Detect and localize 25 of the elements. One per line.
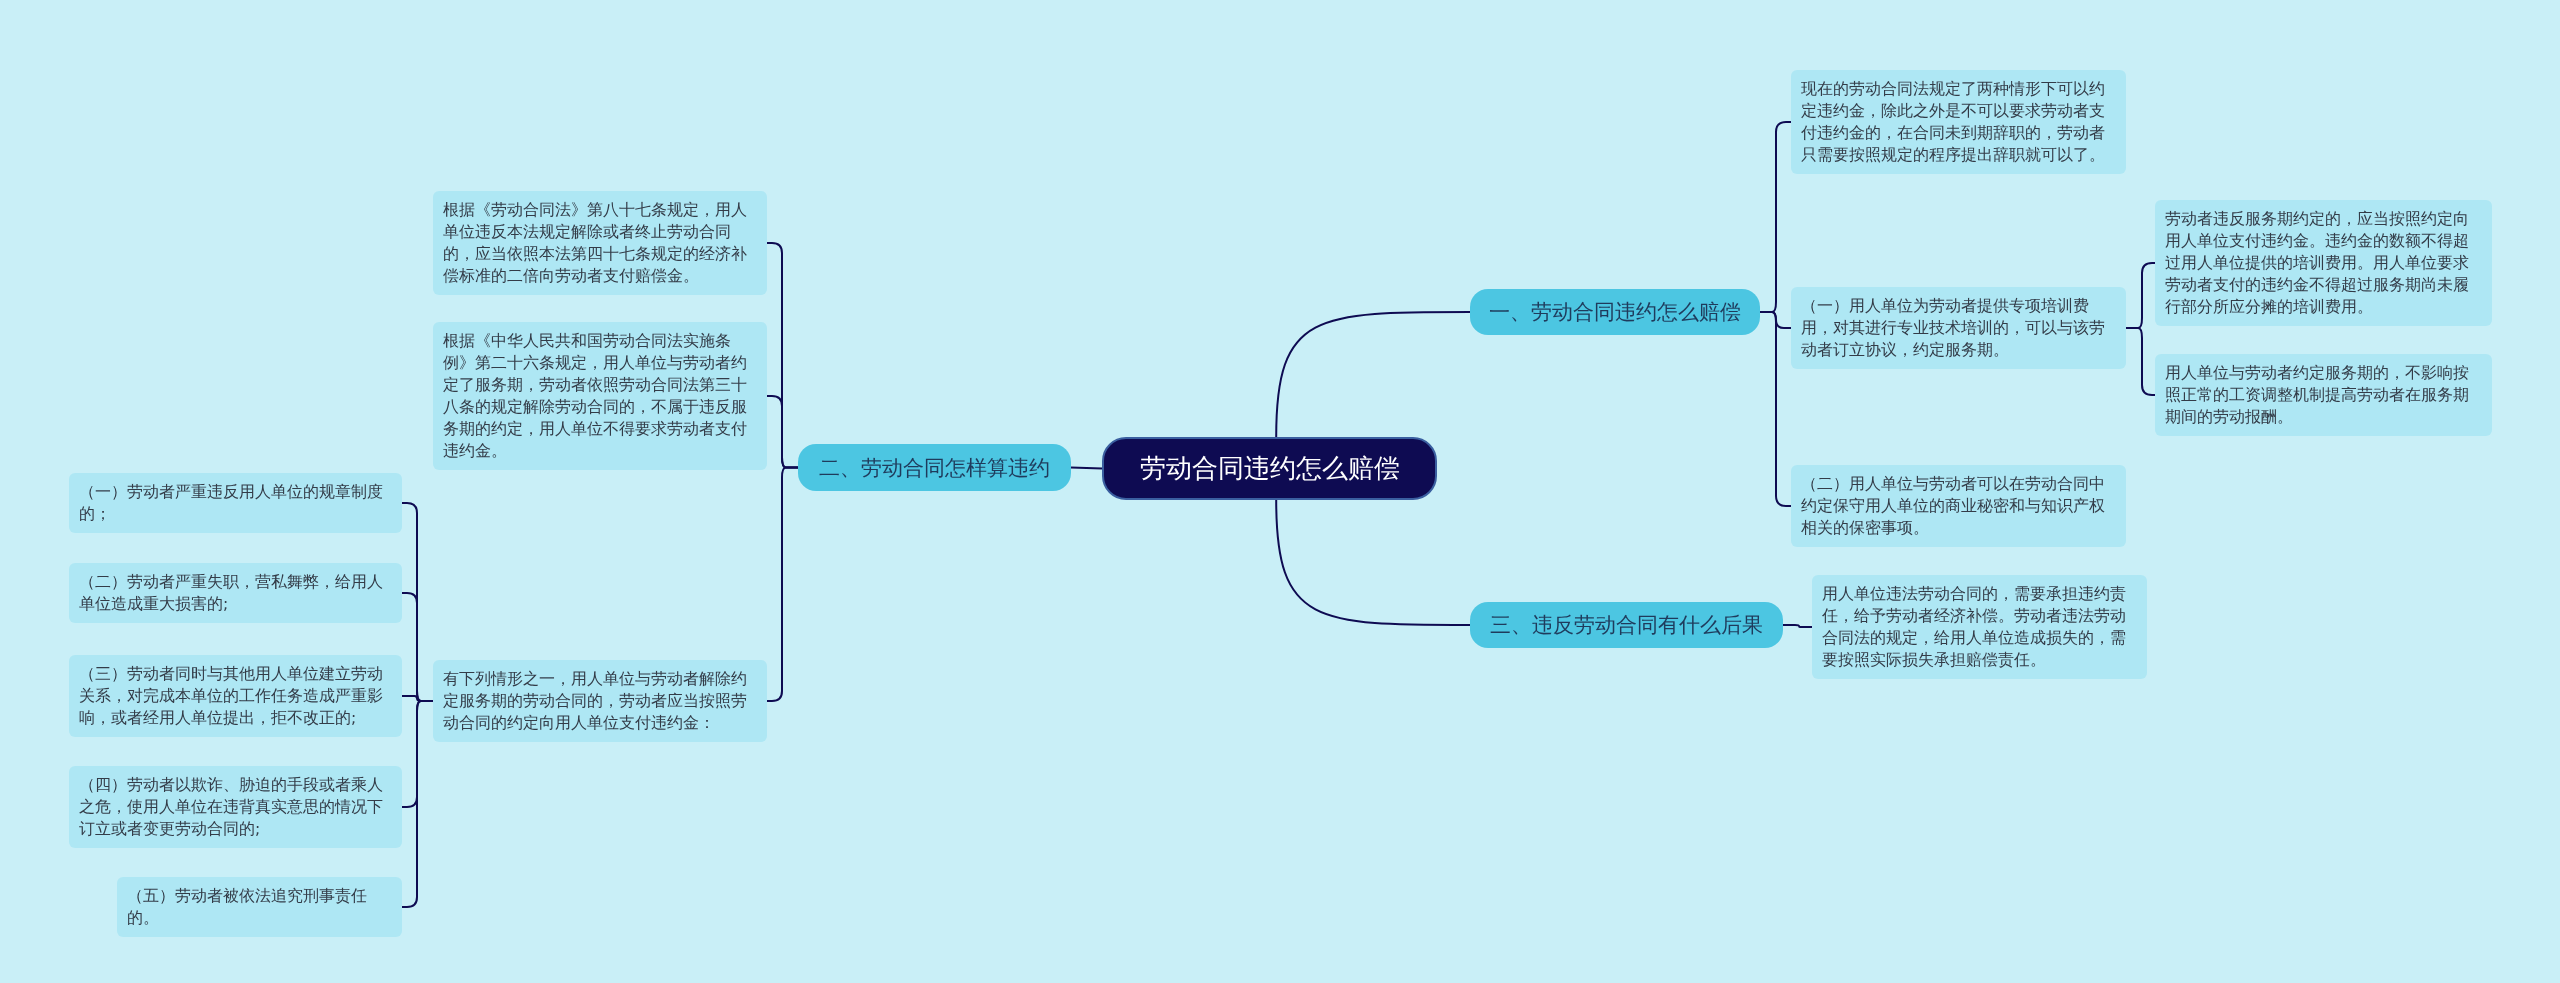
text-card: 有下列情形之一，用人单位与劳动者解除约定服务期的劳动合同的，劳动者应当按照劳动合同的约定向用人单位支付违约金： — [433, 660, 767, 742]
text-card: 根据《劳动合同法》第八十七条规定，用人单位违反本法规定解除或者终止劳动合同的，应当依照本法第四十七条规定的经济补偿标准的二倍向劳动者支付赔偿金。 — [433, 191, 767, 295]
text-card: 劳动者违反服务期约定的，应当按照约定向用人单位支付违约金。违约金的数额不得超过用人单位提供的培训费用。用人单位要求劳动者支付的违约金不得超过服务期尚未履行部分所应分摊的培训费用。 — [2155, 200, 2492, 326]
connector-line — [2125, 327, 2156, 396]
text-card: （二）用人单位与劳动者可以在劳动合同中约定保守用人单位的商业秘密和与知识产权相关的保密事项。 — [1791, 465, 2126, 547]
connector-line — [1070, 466, 1103, 470]
text-card: （一）劳动者严重违反用人单位的规章制度的； — [69, 473, 402, 533]
branch-topic: 三、违反劳动合同有什么后果 — [1470, 602, 1783, 648]
text-card: （三）劳动者同时与其他用人单位建立劳动关系，对完成本单位的工作任务造成严重影响，或者经用人单位提出，拒不改正的; — [69, 655, 402, 737]
branch-topic: 二、劳动合同怎样算违约 — [798, 444, 1071, 491]
text-card: （一）用人单位为劳动者提供专项培训费用，对其进行专业技术培训的，可以与该劳动者订立协议，约定服务期。 — [1791, 287, 2126, 369]
text-card: （二）劳动者严重失职，营私舞弊，给用人单位造成重大损害的; — [69, 563, 402, 623]
text-card: 用人单位违法劳动合同的，需要承担违约责任，给予劳动者经济补偿。劳动者违法劳动合同法的规定，给用人单位造成损失的，需要按照实际损失承担赔偿责任。 — [1812, 575, 2147, 679]
central-topic: 劳动合同违约怎么赔偿 — [1102, 437, 1437, 500]
connector-line — [1759, 311, 1792, 507]
text-card: 现在的劳动合同法规定了两种情形下可以约定违约金，除此之外是不可以要求劳动者支付违约金的，在合同未到期辞职的，劳动者只需要按照规定的程序提出辞职就可以了。 — [1791, 70, 2126, 174]
text-card: 根据《中华人民共和国劳动合同法实施条例》第二十六条规定，用人单位与劳动者约定了服务期，劳动者依照劳动合同法第三十八条的规定解除劳动合同的，不属于违反服务期的约定，用人单位不得要求劳动者支付违约金。 — [433, 322, 767, 470]
connector-line — [1275, 499, 1471, 626]
text-card: 用人单位与劳动者约定服务期的，不影响按照正常的工资调整机制提高劳动者在服务期期间的劳动报酬。 — [2155, 354, 2492, 436]
text-card: （四）劳动者以欺诈、胁迫的手段或者乘人之危，使用人单位在违背真实意思的情况下订立或者变更劳动合同的; — [69, 766, 402, 848]
connector-line — [1782, 624, 1813, 628]
connector-line — [1275, 311, 1471, 438]
branch-topic: 一、劳动合同违约怎么赔偿 — [1470, 289, 1760, 335]
text-card: （五）劳动者被依法追究刑事责任的。 — [117, 877, 402, 937]
connector-line — [401, 700, 434, 908]
